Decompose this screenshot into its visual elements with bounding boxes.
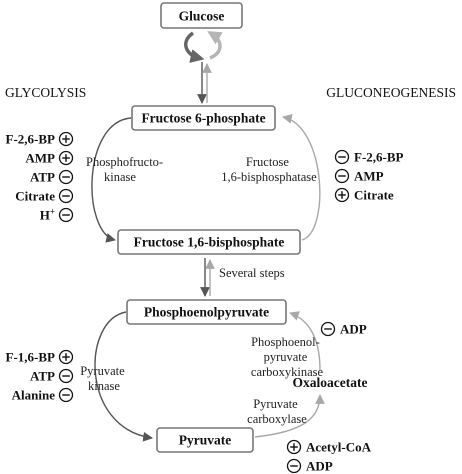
gluconeogenesis-heading: GLUCONEOGENESIS <box>326 85 456 100</box>
several-steps-label: Several steps <box>219 266 285 280</box>
activator-sign-icon <box>58 150 74 166</box>
regulator-label: ADP <box>306 459 333 474</box>
pepck-regulators: ADP <box>320 321 367 337</box>
pc-regulators: Acetyl-CoA ADP <box>286 439 372 474</box>
pyruvate-box <box>156 427 254 453</box>
regulator-label: F-2,6-BP <box>6 132 56 147</box>
pepck-enzyme-label: Phosphoenol- pyruvate carboxykinase <box>251 335 324 379</box>
pep-label: Phosphoenolpyruvate <box>144 305 269 320</box>
fbpase-regulators: F-2,6-BP AMP Citrate <box>334 149 404 203</box>
inhibitor-sign-icon <box>58 169 74 185</box>
glucose-dephosphorylation-arrow <box>207 31 223 60</box>
inhibitor-sign-icon <box>334 149 350 165</box>
pfk-enzyme-label: Phosphofructo- kinase <box>86 155 166 184</box>
pk-glycolysis-arrow <box>94 311 153 442</box>
pfk-glycolysis-arrow <box>91 117 132 243</box>
fbpase-enzyme-label: Fructose 1,6-bisphosphatase <box>221 155 317 184</box>
regulator-label: ADP <box>340 322 367 337</box>
regulator-label: ATP <box>30 369 55 384</box>
pk-enzyme-label: Pyruvate kinase <box>80 364 128 393</box>
pc-enzyme-label: Pyruvate carboxylase <box>247 397 307 426</box>
glucose-box <box>160 2 243 29</box>
f16bp-box <box>117 229 301 255</box>
regulator-label: F-2,6-BP <box>354 150 404 165</box>
inhibitor-sign-icon <box>58 387 74 403</box>
glucose-label: Glucose <box>179 9 225 24</box>
inhibitor-sign-icon <box>320 321 336 337</box>
inhibitor-sign-icon <box>58 188 74 204</box>
regulator-label: Citrate <box>15 189 55 204</box>
inhibitor-sign-icon <box>58 368 74 384</box>
regulator-label: Citrate <box>354 188 394 203</box>
pk-regulators: F-1,6-BP ATP Alanine <box>6 349 74 403</box>
activator-sign-icon <box>58 131 74 147</box>
f6p-box <box>131 105 276 131</box>
regulator-label: H+ <box>40 207 55 223</box>
f6p-label: Fructose 6-phosphate <box>141 111 265 126</box>
pepck-gluconeogenesis-arrow <box>289 311 321 371</box>
f16bp-label: Fructose 1,6-bisphosphate <box>134 235 285 250</box>
regulator-label: AMP <box>25 151 55 166</box>
glucose-phosphorylation-arrow <box>184 31 205 63</box>
pc-gluconeogenesis-arrow <box>254 394 325 438</box>
regulator-label: F-1,6-BP <box>6 350 56 365</box>
activator-sign-icon <box>334 187 350 203</box>
inhibitor-sign-icon <box>58 207 74 223</box>
inhibitor-sign-icon <box>286 458 302 474</box>
pyruvate-label: Pyruvate <box>179 433 231 448</box>
activator-sign-icon <box>286 439 302 455</box>
regulator-label: Alanine <box>12 388 56 403</box>
glycolysis-heading: GLYCOLYSIS <box>5 85 86 100</box>
inhibitor-sign-icon <box>334 168 350 184</box>
fbpase-gluconeogenesis-arrow <box>282 114 321 241</box>
regulator-label: AMP <box>354 169 384 184</box>
regulator-label: Acetyl-CoA <box>306 440 372 455</box>
pep-box <box>126 299 287 325</box>
oxaloacetate-label: Oxaloacetate <box>293 375 368 390</box>
regulator-label: ATP <box>30 170 55 185</box>
activator-sign-icon <box>58 349 74 365</box>
